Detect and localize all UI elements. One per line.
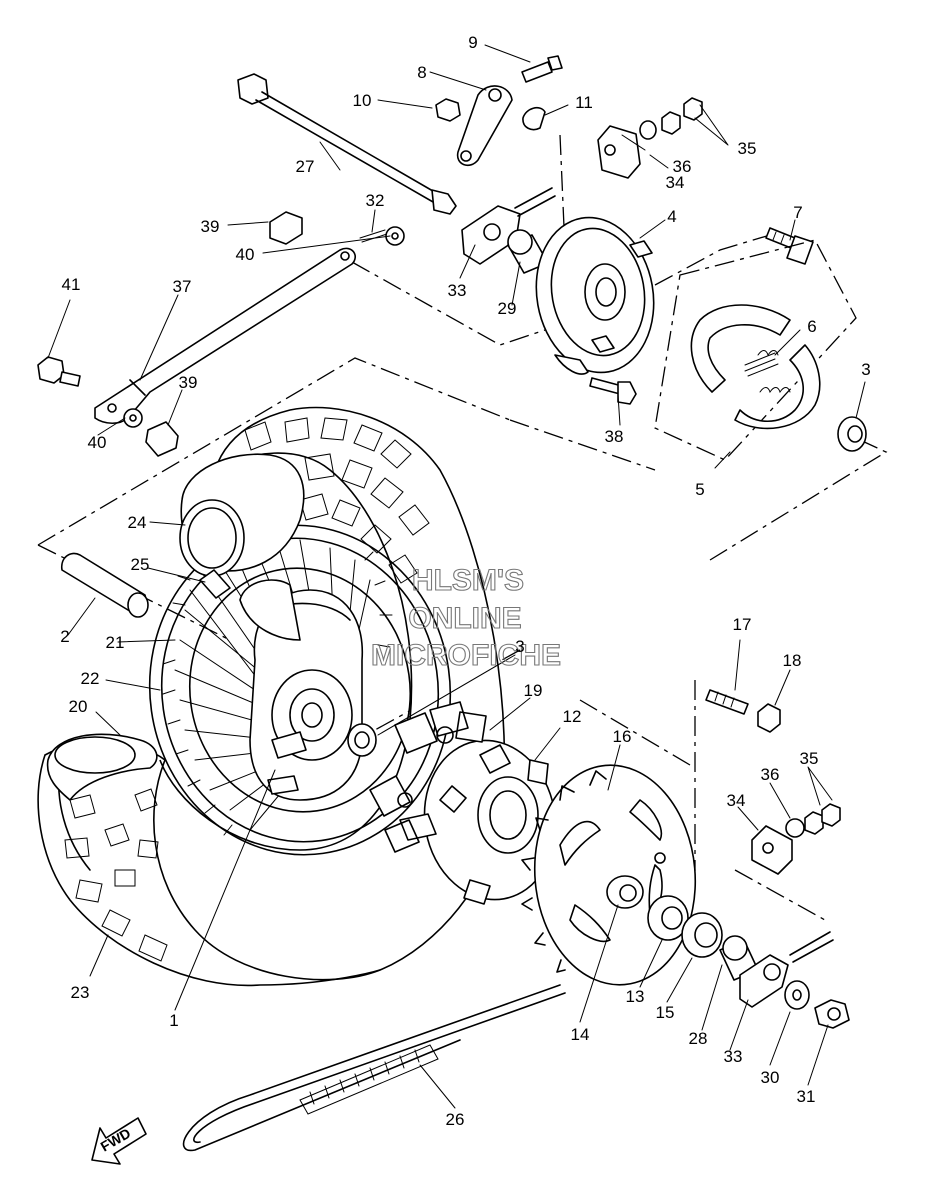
watermark-line-1: HLSM'S [412,564,524,597]
callout-27: 27 [296,157,315,176]
leader-lines [47,44,866,1109]
callout-31: 31 [797,1087,816,1106]
tension-bar [94,247,356,425]
callout-40-upper: 40 [236,245,255,264]
callout-40-lower: 40 [88,433,107,452]
callout-17: 17 [733,615,752,634]
callout-3-bearing: 3 [861,360,870,379]
callout-15: 15 [656,1003,675,1022]
brake-camshaft [765,227,814,265]
callout-4: 4 [667,207,676,226]
callout-28: 28 [689,1029,708,1048]
callout-14: 14 [571,1025,590,1044]
callout-10: 10 [353,91,372,110]
watermark-line-3: MICROFICHE [371,639,561,672]
callout-35-lower: 35 [800,749,819,768]
callout-41: 41 [62,275,81,294]
callout-37: 37 [173,277,192,296]
hub-bearing [837,416,867,452]
wheel-damper [369,701,487,853]
callout-7: 7 [793,203,802,222]
callout-30: 30 [761,1068,780,1087]
callout-1: 1 [169,1011,178,1030]
callout-23: 23 [71,983,90,1002]
callout-12: 12 [563,707,582,726]
callout-34-lower: 34 [727,791,746,810]
callout-16: 16 [613,727,632,746]
brake-shoe-plate [535,216,655,405]
callout-24: 24 [128,513,147,532]
callout-39-upper: 39 [201,217,220,236]
callout-8: 8 [417,63,426,82]
callout-6: 6 [807,317,816,336]
forward-arrow-icon: FWD [91,1117,147,1165]
wheel-hub [239,579,377,801]
spoke-nipples [162,551,393,836]
brake-shoe-kit [654,239,857,461]
callout-22: 22 [81,669,100,688]
callout-5: 5 [695,480,704,499]
chain-adjuster-lower [739,931,850,1029]
callout-21: 21 [106,633,125,652]
callout-25: 25 [131,555,150,574]
callout-34-upper: 34 [666,173,685,192]
callout-36-lower: 36 [761,765,780,784]
brake-cam-lever [435,55,563,167]
adjuster-plate-upper [597,97,703,179]
callout-36-upper: 36 [673,157,692,176]
drive-chain [182,984,566,1152]
callout-33-upper: 33 [448,281,467,300]
callout-18: 18 [783,651,802,670]
watermark: HLSM'S ONLINE MICROFICHE [370,563,561,672]
stud-bolt [705,689,781,733]
bar-bolt [37,356,81,387]
callout-39-lower: 39 [179,373,198,392]
callout-19: 19 [524,681,543,700]
callout-3-hub: 3 [515,637,524,656]
callout-9: 9 [468,33,477,52]
spacer-collar [60,552,149,618]
callout-35-upper: 35 [738,139,757,158]
inner-tube [179,453,305,599]
callout-38: 38 [605,427,624,446]
watermark-line-2: ONLINE [408,602,521,635]
rear-axle [237,73,457,215]
adjuster-plate-lower [751,803,841,875]
chain-adjuster-upper [359,187,556,274]
callout-labels: 1 2 3 3 4 5 6 7 8 9 10 11 12 13 14 15 16… [60,33,870,1129]
callout-20: 20 [69,697,88,716]
axle-bearings [647,895,759,981]
callout-32: 32 [366,191,385,210]
callout-11: 11 [575,93,593,112]
callout-26: 26 [446,1110,465,1129]
callout-13: 13 [626,987,645,1006]
callout-29: 29 [498,299,517,318]
bushing-washers [123,211,405,457]
callout-33-lower: 33 [724,1047,743,1066]
callout-2: 2 [60,627,69,646]
